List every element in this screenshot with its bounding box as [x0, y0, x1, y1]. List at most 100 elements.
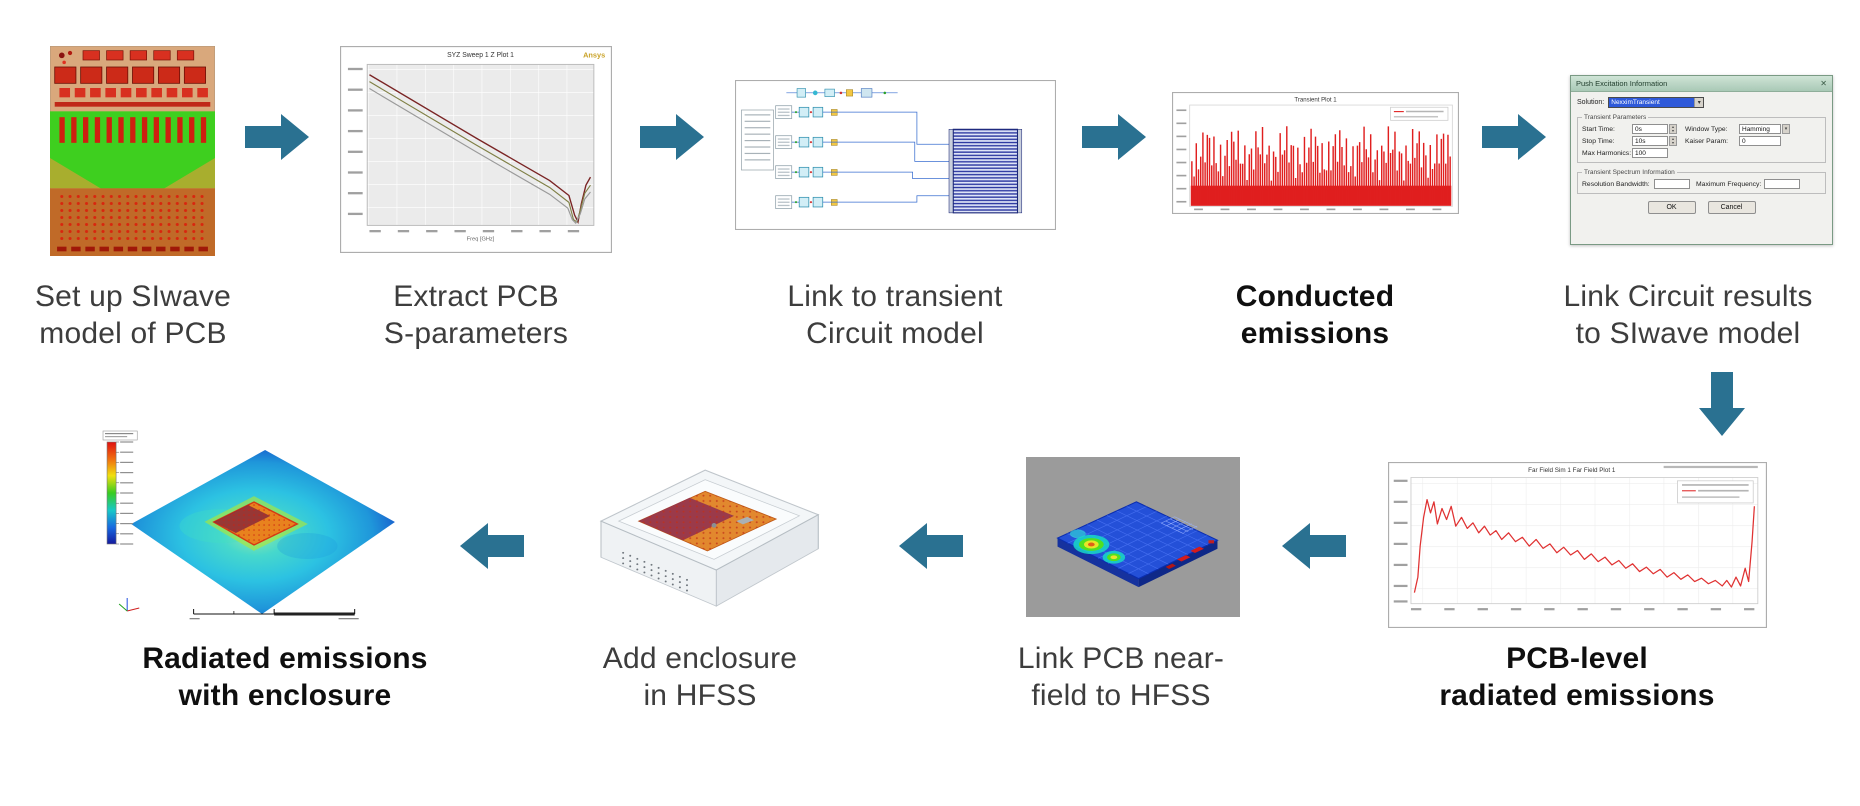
circuit-schematic-image	[735, 80, 1056, 230]
vent-holes	[622, 551, 688, 592]
plot-title: Transient Plot 1	[1294, 97, 1337, 103]
z-curve-3	[369, 88, 591, 225]
step-label-link-transient-circuit: Link to transient Circuit model	[787, 280, 1003, 350]
z-curve-1	[369, 74, 592, 225]
ansys-watermark: Ansys	[583, 50, 605, 59]
y-tick-labels	[347, 67, 363, 216]
pcb-nearfield-3d-image	[1026, 457, 1240, 617]
scale-bar	[189, 609, 359, 620]
hfss-enclosure-thumbnail	[581, 451, 836, 621]
max-harmonics-input[interactable]: 100	[1632, 148, 1668, 158]
cancel-button[interactable]: Cancel	[1707, 201, 1756, 214]
pcb-red-stripes	[59, 117, 207, 143]
pcb-bottom-pads	[57, 246, 208, 252]
step-label-link-nearfield: Link PCB near- field to HFSS	[1017, 642, 1225, 712]
y-tick-labels	[1176, 109, 1187, 203]
push-excitation-dialog: Push Excitation Information ✕ Solution: …	[1570, 75, 1833, 245]
sparameter-plot-thumbnail: SYZ Sweep 1 Z Plot 1 Ansys Freq [GHz]	[340, 46, 612, 253]
dialog-title: Push Excitation Information	[1576, 79, 1668, 88]
arrow-left-icon	[460, 523, 524, 569]
pcb-layout-image	[50, 46, 215, 256]
transient-plot-image: Transient Plot 1	[1172, 92, 1459, 214]
arrow-left-icon	[899, 523, 963, 569]
sparameter-plot-image: SYZ Sweep 1 Z Plot 1 Ansys Freq [GHz]	[340, 46, 612, 253]
chevron-down-icon: ▾	[1694, 98, 1704, 107]
spike-train	[1191, 126, 1451, 206]
transient-parameters-group: Transient Parameters Start Time: 0s ▴▾ W…	[1577, 114, 1826, 163]
window-type-label: Window Type:	[1685, 125, 1728, 133]
start-time-label: Start Time:	[1582, 125, 1615, 133]
transient-spectrum-group: Transient Spectrum Information Resolutio…	[1577, 169, 1826, 194]
arrow-right-icon	[245, 114, 309, 160]
solution-value: NexximTransient	[1611, 99, 1660, 106]
step-label-setup-siwave: Set up SIwave model of PCB	[34, 280, 232, 350]
x-tick-labels	[1194, 208, 1442, 211]
maximum-frequency-input[interactable]	[1764, 179, 1800, 189]
plot-title: Far Field Sim 1 Far Field Plot 1	[1528, 467, 1616, 474]
step-label-add-enclosure: Add enclosure in HFSS	[602, 642, 798, 712]
solution-dropdown[interactable]: NexximTransient ▾	[1608, 97, 1705, 108]
dialog-titlebar[interactable]: Push Excitation Information ✕	[1571, 76, 1832, 92]
mesh-patch	[1161, 516, 1198, 535]
x-tick-labels	[1410, 608, 1755, 611]
start-time-input[interactable]: 0s	[1632, 124, 1668, 134]
max-harmonics-label: Max Harmonics:	[1582, 149, 1632, 157]
ok-button[interactable]: OK	[1647, 201, 1696, 214]
farfield-plot-image: Far Field Sim 1 Far Field Plot 1	[1388, 462, 1767, 628]
group-title: Transient Parameters	[1584, 114, 1647, 121]
field-hotspots	[1069, 529, 1126, 564]
kaiser-param-input[interactable]: 0	[1739, 136, 1781, 146]
far-field-curve	[1413, 499, 1755, 593]
x-axis-label: Freq [GHz]	[467, 236, 495, 242]
window-type-dropdown[interactable]: Hamming	[1739, 124, 1781, 134]
arrow-right-icon	[640, 114, 704, 160]
z-curve-2	[369, 81, 591, 223]
filename-text	[1663, 465, 1758, 469]
plot-title: SYZ Sweep 1 Z Plot 1	[447, 52, 514, 59]
kaiser-param-label: Kaiser Param:	[1685, 137, 1729, 145]
arrow-right-icon	[1082, 114, 1146, 160]
axis-triad-icon	[118, 598, 140, 612]
hfss-nearfield-thumbnail	[1026, 457, 1240, 617]
radiated-field-map-thumbnail	[101, 428, 403, 628]
step-label-radiated-with-enclosure: Radiated emissions with enclosure	[142, 642, 428, 712]
x-tick-labels	[369, 230, 580, 233]
circuit-schematic-thumbnail	[735, 80, 1056, 230]
arrow-right-icon	[1482, 114, 1546, 160]
step-label-link-circuit-to-siwave: Link Circuit results to SIwave model	[1563, 280, 1813, 350]
dialog-body: Solution: NexximTransient ▾ Transient Pa…	[1571, 92, 1832, 218]
spinner-icon[interactable]: ▴▾	[1669, 136, 1677, 146]
spinner-icon[interactable]: ▴▾	[1669, 124, 1677, 134]
chevron-down-icon[interactable]: ▾	[1782, 124, 1790, 134]
top-component-chain	[786, 88, 898, 98]
transient-plot-thumbnail: Transient Plot 1	[1172, 92, 1459, 214]
step-label-extract-sparameters: Extract PCB S-parameters	[383, 280, 569, 350]
y-tick-labels	[1393, 479, 1408, 603]
red-components	[1165, 540, 1215, 569]
wires	[895, 111, 954, 203]
stop-time-label: Stop Time:	[1582, 137, 1615, 145]
group-title: Transient Spectrum Information	[1584, 169, 1675, 176]
connector-block	[948, 128, 1023, 214]
siwave-pcb-thumbnail	[50, 46, 215, 256]
color-scale-legend	[102, 430, 138, 545]
resolution-bandwidth-input[interactable]	[1654, 179, 1690, 189]
close-icon[interactable]: ✕	[1820, 79, 1827, 88]
plot-area	[366, 63, 595, 226]
step-label-conducted-emissions: Conducted emissions	[1235, 280, 1395, 350]
annotation-box	[741, 109, 774, 171]
farfield-plot-thumbnail: Far Field Sim 1 Far Field Plot 1	[1388, 462, 1767, 628]
radiated-field-map-image	[101, 428, 403, 628]
plot-legend	[1677, 480, 1754, 504]
maximum-frequency-label: Maximum Frequency:	[1696, 180, 1762, 188]
pcb-top-components	[54, 50, 211, 107]
pcb-via-field	[57, 193, 208, 242]
solution-label: Solution:	[1577, 99, 1605, 106]
stop-time-input[interactable]: 10s	[1632, 136, 1668, 146]
pcb-field-halo	[204, 496, 308, 551]
resolution-bandwidth-label: Resolution Bandwidth:	[1582, 180, 1650, 188]
arrow-left-icon	[1282, 523, 1346, 569]
step-label-pcb-radiated-emissions: PCB-level radiated emissions	[1439, 642, 1715, 712]
arrow-down-icon	[1699, 372, 1745, 436]
